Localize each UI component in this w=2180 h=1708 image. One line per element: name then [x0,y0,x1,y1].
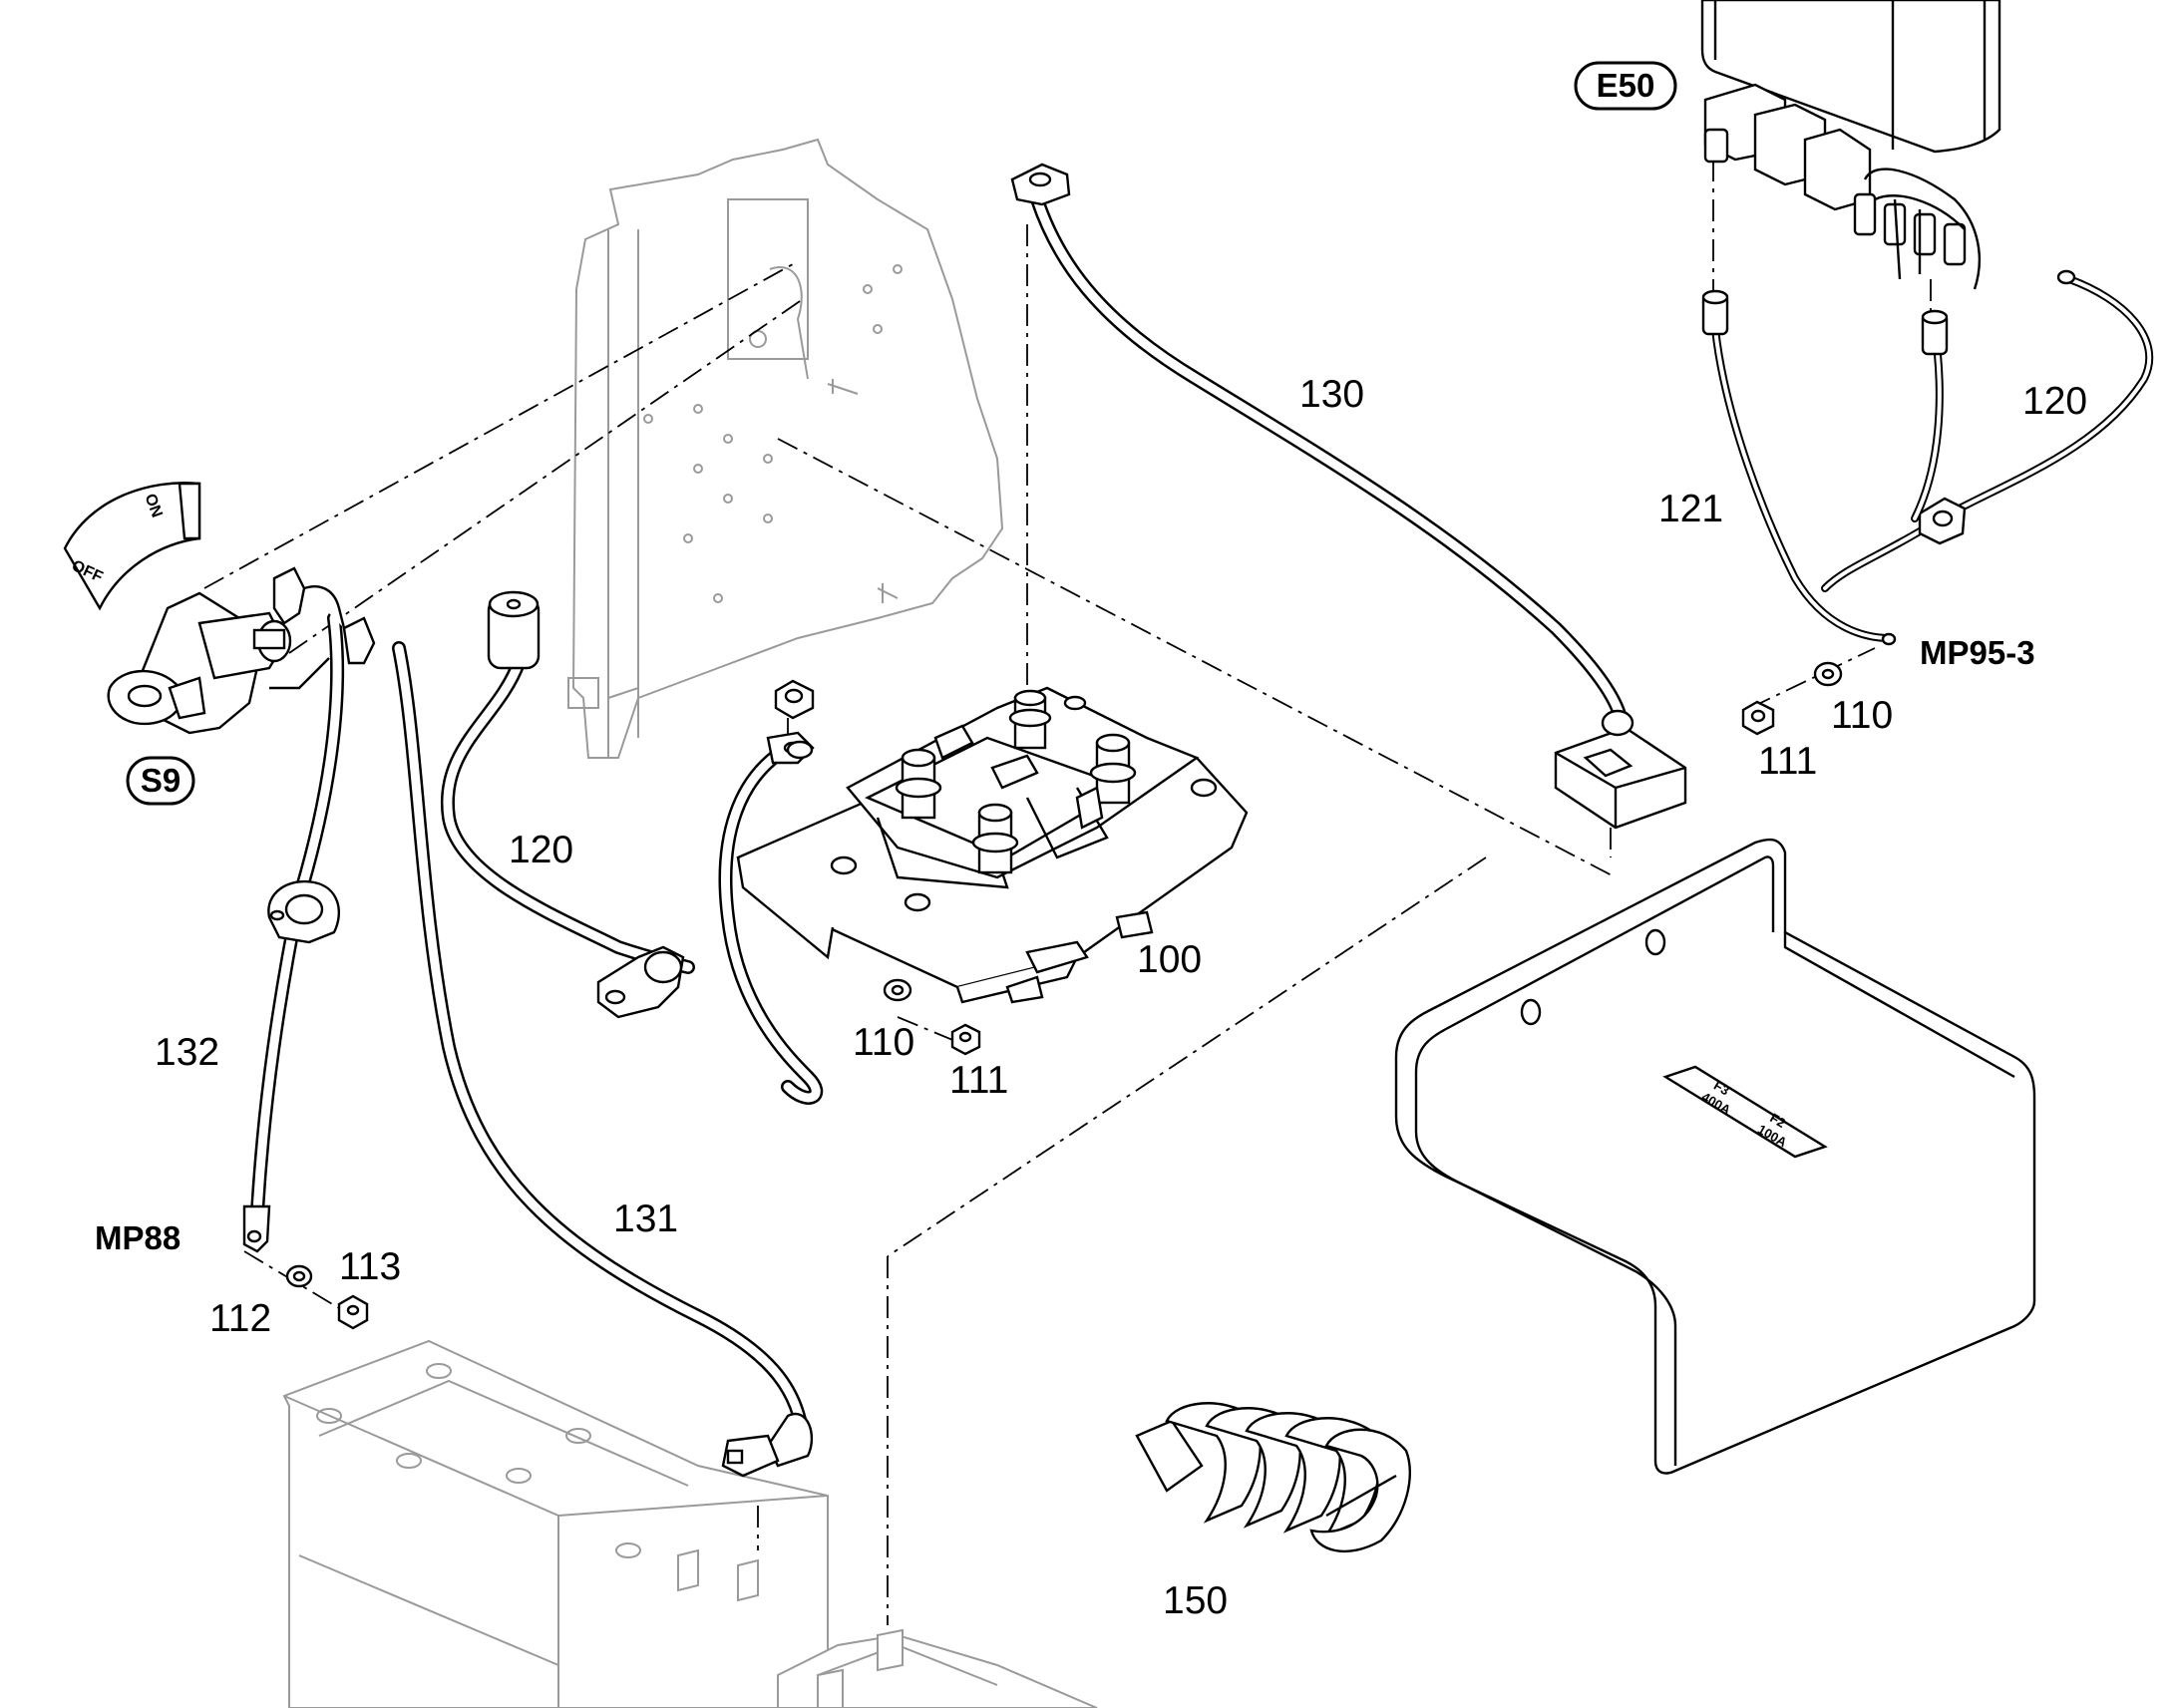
component-e50 [1700,0,2001,290]
nut-111-top [774,679,815,760]
spiral-wrap-150 [1135,1402,1412,1553]
callout-labels: 130 120 121 MP95-3 110 111 120 100 110 1… [95,373,2087,1622]
badge-e50-text: E50 [1597,67,1655,104]
callout-150: 150 [1163,1579,1228,1622]
terminal-cover-130 [1554,709,1687,830]
cable-121 [1701,289,1949,646]
nut-113 [337,1294,369,1330]
callout-mp88: MP88 [95,1219,181,1256]
fuse-holder-100 [736,686,1249,1004]
callout-110-right: 110 [1831,694,1893,737]
washer-110-right [1813,661,1843,687]
callout-mp95-3: MP95-3 [1920,634,2035,671]
battery-switch-s9 [63,482,376,735]
callout-110-mid: 110 [853,1021,914,1064]
callout-120-top: 120 [2022,380,2087,423]
battery-left-ghost [282,1339,829,1708]
nut-111-right [1741,700,1775,736]
callout-100: 100 [1137,938,1202,981]
callout-131: 131 [613,1197,678,1240]
nut-111-mid [950,1023,981,1056]
callout-120-left: 120 [509,829,573,871]
callout-121: 121 [1658,488,1723,530]
fuse-f2-text: F2 [1767,1110,1788,1131]
washer-110-mid [883,978,912,1002]
callout-130: 130 [1299,373,1364,416]
badge-s9-text: S9 [141,762,181,799]
callout-113: 113 [339,1245,401,1288]
callout-111-mid: 111 [949,1059,1008,1102]
chassis-panel [567,138,1004,759]
cable-131 [392,641,814,1478]
badge-e50: E50 [1574,61,1677,111]
battery-right-ghost [777,1628,1098,1708]
fuse-cover [1394,838,2036,1475]
cable-120-left [440,590,824,1105]
washer-112 [285,1264,313,1288]
fuse-f3-text: F3 [1711,1078,1732,1099]
cable-130 [1010,163,1628,725]
callout-132: 132 [155,1031,219,1074]
cable-clamp-132 [267,879,341,944]
cable-120-right [1821,269,2154,592]
callout-112: 112 [209,1297,271,1340]
badge-s9: S9 [126,756,195,806]
callout-111-right: 111 [1758,740,1817,783]
assembly-guide-lines [203,160,1932,1625]
